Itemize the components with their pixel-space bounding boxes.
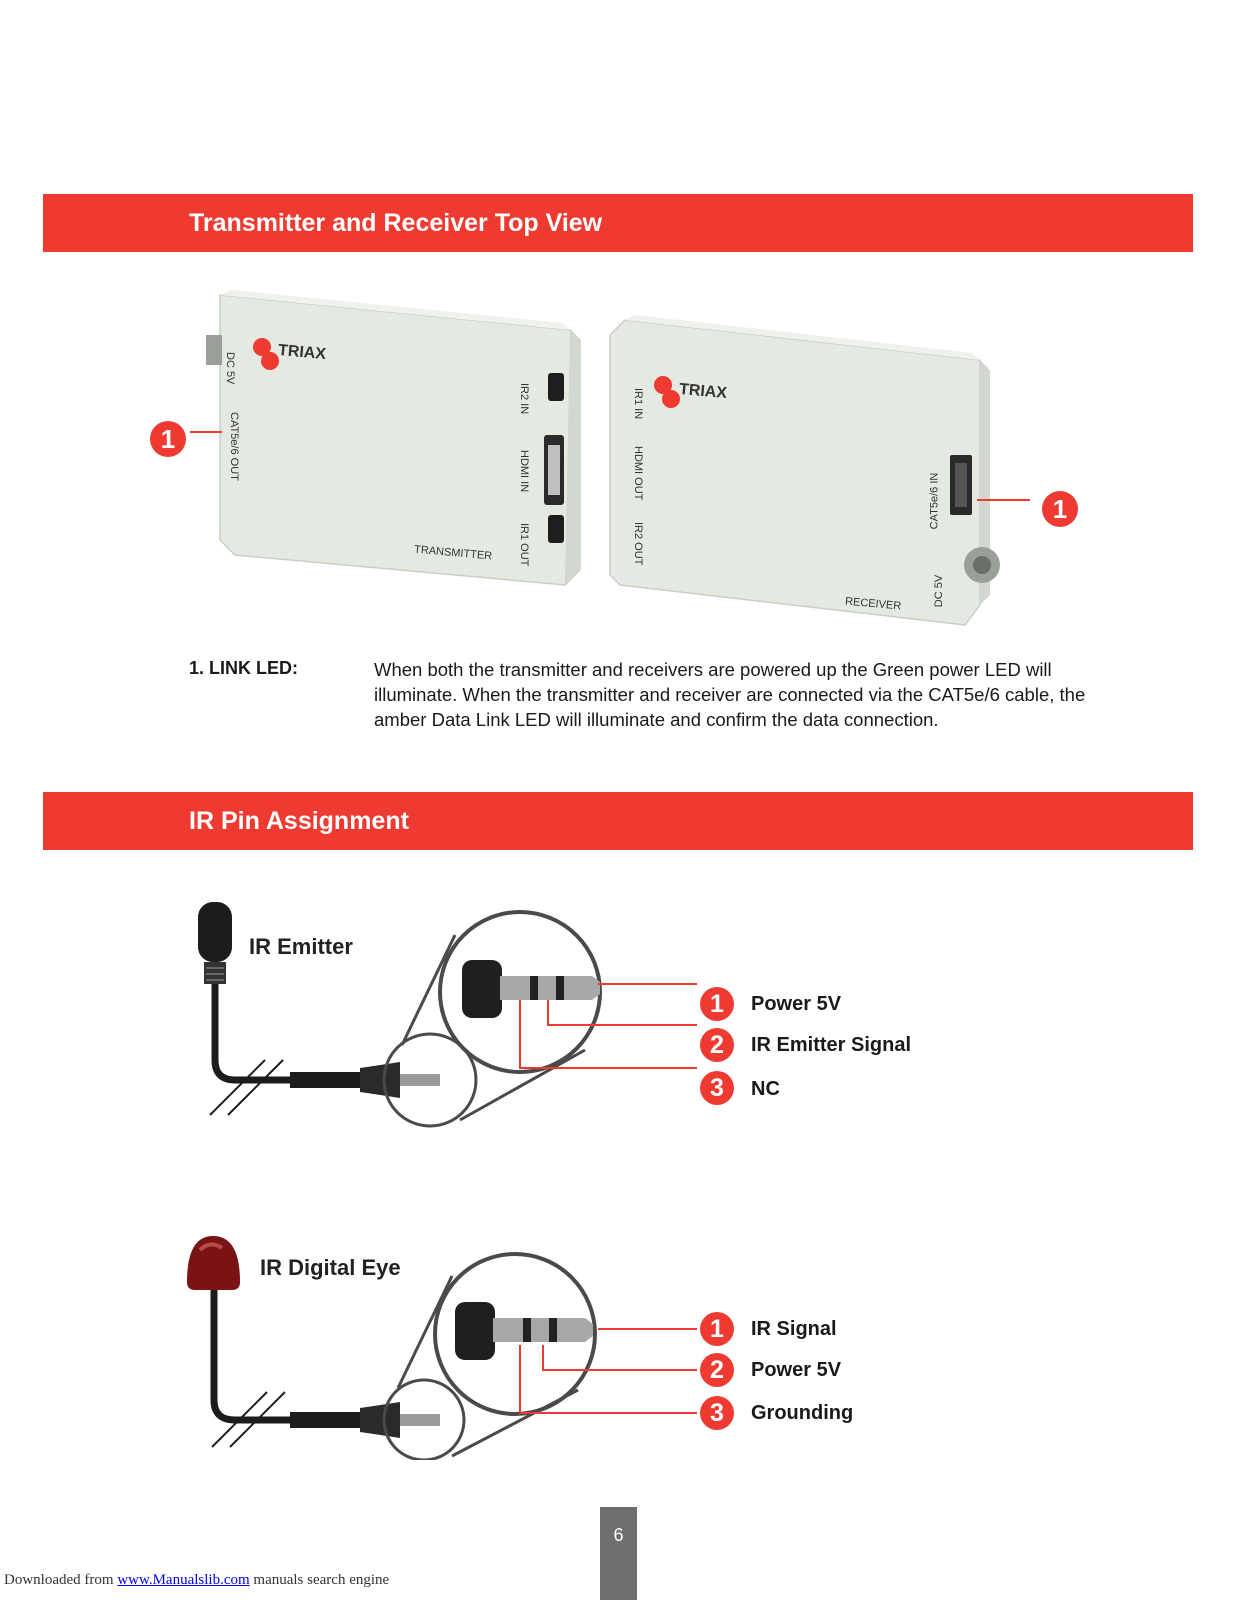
transmitter-label-hdmi: HDMI IN: [518, 450, 530, 493]
download-footer: Downloaded from www.Manualslib.com manua…: [4, 1572, 389, 1589]
transmitter-callout-badge: 1: [150, 421, 186, 457]
page-number-tab: 6: [600, 1507, 637, 1600]
section-title: IR Pin Assignment: [189, 807, 409, 835]
ir-eye-pin-2-label: Power 5V: [751, 1359, 842, 1381]
ir-emitter-pin-2-badge: 2: [700, 1028, 734, 1062]
transmitter-label-ir1: IR1 OUT: [518, 523, 530, 567]
link-led-description: When both the transmitter and receivers …: [374, 659, 1086, 730]
receiver-label-hdmi: HDMI OUT: [632, 446, 644, 501]
receiver-label-dc: DC 5V: [933, 574, 946, 608]
ir-eye-pin-3-badge: 3: [700, 1396, 734, 1430]
ir-eye-pin-lines: [519, 1328, 697, 1414]
devices-illustration: [190, 290, 1030, 626]
transmitter-body: [206, 290, 581, 586]
footer-suffix: manuals search engine: [249, 1572, 390, 1588]
transmitter-label-dc: DC 5V: [224, 352, 236, 385]
link-led-term: 1. LINK LED:: [189, 658, 299, 678]
ir-emitter-diagram: [198, 902, 602, 1128]
ir-emitter-pin-3-label: NC: [751, 1078, 780, 1100]
footer-prefix: Downloaded from: [4, 1572, 118, 1588]
ir-eye-pin-2-badge: 2: [700, 1353, 734, 1387]
section-header-ir-pin: IR Pin Assignment: [43, 792, 1193, 850]
ir-emitter-title: IR Emitter: [249, 934, 353, 959]
receiver-callout-badge: 1: [1042, 491, 1078, 527]
ir-emitter-pin-2-label: IR Emitter Signal: [751, 1034, 912, 1056]
page-number: 6: [613, 1525, 624, 1545]
ir-eye-diagram: [187, 1236, 597, 1460]
ir-eye-pin-1-label: IR Signal: [751, 1318, 837, 1340]
ir-emitter-pin-1-label: Power 5V: [751, 993, 842, 1015]
manualslib-link[interactable]: www.Manualslib.com: [117, 1572, 250, 1588]
receiver-label-ir2: IR2 OUT: [632, 522, 644, 566]
ir-eye-title: IR Digital Eye: [260, 1255, 401, 1280]
ir-emitter-pin-1-badge: 1: [700, 987, 734, 1021]
ir-eye-pin-3-label: Grounding: [751, 1402, 854, 1424]
receiver-body: [609, 315, 1000, 626]
transmitter-label-cat: CAT5e/6 OUT: [228, 412, 240, 481]
ir-eye-pin-1-badge: 1: [700, 1312, 734, 1346]
receiver-label-cat: CAT5e/6 IN: [928, 472, 941, 530]
receiver-label-ir1: IR1 IN: [632, 388, 644, 420]
section-title: Transmitter and Receiver Top View: [189, 209, 603, 237]
section-header-top-view: Transmitter and Receiver Top View: [43, 194, 1193, 252]
transmitter-label-ir2: IR2 IN: [518, 383, 530, 415]
ir-emitter-pin-lines: [519, 983, 697, 1069]
ir-emitter-pin-3-badge: 3: [700, 1071, 734, 1105]
